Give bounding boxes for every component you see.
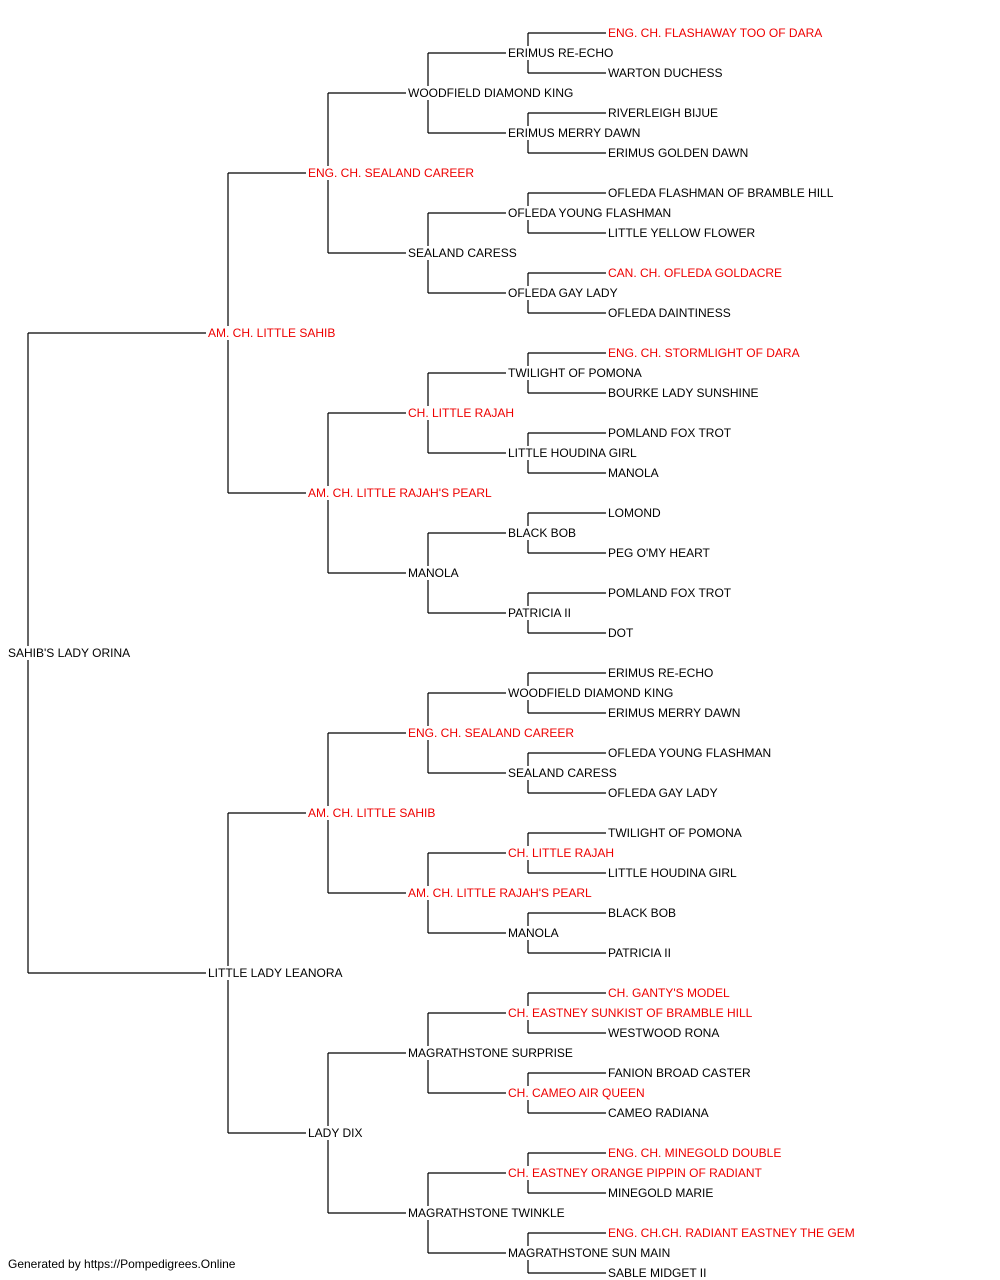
ancestor-name: ERIMUS GOLDEN DAWN bbox=[608, 146, 751, 160]
ancestor-name: MANOLA bbox=[608, 466, 661, 480]
ancestor-name: TWILIGHT OF POMONA bbox=[608, 826, 744, 840]
ancestor-name: MAGRATHSTONE SUN MAIN bbox=[508, 1246, 673, 1260]
ancestor-name: OFLEDA DAINTINESS bbox=[608, 306, 733, 320]
ancestor-name: LADY DIX bbox=[308, 1126, 365, 1140]
ancestor-name: LITTLE LADY LEANORA bbox=[208, 966, 345, 980]
ancestor-name: SEALAND CARESS bbox=[408, 246, 519, 260]
ancestor-name: ENG. CH. MINEGOLD DOUBLE bbox=[608, 1146, 784, 1160]
ancestor-name: CH. EASTNEY ORANGE PIPPIN OF RADIANT bbox=[508, 1166, 764, 1180]
ancestor-name: PATRICIA II bbox=[608, 946, 673, 960]
ancestor-name: DOT bbox=[608, 626, 636, 640]
ancestor-name: ERIMUS MERRY DAWN bbox=[608, 706, 743, 720]
ancestor-name: ENG. CH.CH. RADIANT EASTNEY THE GEM bbox=[608, 1226, 857, 1240]
ancestor-name: CH. LITTLE RAJAH bbox=[508, 846, 617, 860]
ancestor-name: POMLAND FOX TROT bbox=[608, 586, 734, 600]
ancestor-name: AM. CH. LITTLE SAHIB bbox=[208, 326, 338, 340]
ancestor-name: CAMEO RADIANA bbox=[608, 1106, 711, 1120]
ancestor-name: OFLEDA GAY LADY bbox=[608, 786, 720, 800]
ancestor-name: AM. CH. LITTLE RAJAH'S PEARL bbox=[308, 486, 494, 500]
ancestor-name: ERIMUS RE-ECHO bbox=[608, 666, 716, 680]
ancestor-name: OFLEDA YOUNG FLASHMAN bbox=[608, 746, 774, 760]
ancestor-name: WOODFIELD DIAMOND KING bbox=[408, 86, 576, 100]
ancestor-name: OFLEDA GAY LADY bbox=[508, 286, 620, 300]
ancestor-name: SABLE MIDGET II bbox=[608, 1266, 709, 1280]
ancestor-name: SEALAND CARESS bbox=[508, 766, 619, 780]
ancestor-name: OFLEDA YOUNG FLASHMAN bbox=[508, 206, 674, 220]
ancestor-name: ENG. CH. SEALAND CAREER bbox=[408, 726, 577, 740]
ancestor-name: BLACK BOB bbox=[508, 526, 579, 540]
ancestor-name: SAHIB'S LADY ORINA bbox=[8, 646, 133, 660]
ancestor-name: TWILIGHT OF POMONA bbox=[508, 366, 644, 380]
ancestor-name: ENG. CH. STORMLIGHT OF DARA bbox=[608, 346, 802, 360]
ancestor-name: PATRICIA II bbox=[508, 606, 573, 620]
ancestor-name: ENG. CH. SEALAND CAREER bbox=[308, 166, 477, 180]
ancestor-name: ERIMUS MERRY DAWN bbox=[508, 126, 643, 140]
ancestor-name: LITTLE HOUDINA GIRL bbox=[508, 446, 639, 460]
ancestor-name: CAN. CH. OFLEDA GOLDACRE bbox=[608, 266, 785, 280]
footer-credit: Generated by https://Pompedigrees.Online bbox=[8, 1257, 236, 1271]
ancestor-name: WESTWOOD RONA bbox=[608, 1026, 722, 1040]
ancestor-name: CH. GANTY'S MODEL bbox=[608, 986, 732, 1000]
ancestor-name: CH. LITTLE RAJAH bbox=[408, 406, 517, 420]
ancestor-name: AM. CH. LITTLE RAJAH'S PEARL bbox=[408, 886, 594, 900]
ancestor-name: ENG. CH. FLASHAWAY TOO OF DARA bbox=[608, 26, 825, 40]
ancestor-name: MANOLA bbox=[408, 566, 461, 580]
ancestor-name: PEG O'MY HEART bbox=[608, 546, 712, 560]
ancestor-name: MINEGOLD MARIE bbox=[608, 1186, 716, 1200]
ancestor-name: LOMOND bbox=[608, 506, 663, 520]
ancestor-name: ERIMUS RE-ECHO bbox=[508, 46, 616, 60]
ancestor-name: OFLEDA FLASHMAN OF BRAMBLE HILL bbox=[608, 186, 836, 200]
ancestor-name: POMLAND FOX TROT bbox=[608, 426, 734, 440]
ancestor-name: WARTON DUCHESS bbox=[608, 66, 725, 80]
ancestor-name: WOODFIELD DIAMOND KING bbox=[508, 686, 676, 700]
ancestor-name: BOURKE LADY SUNSHINE bbox=[608, 386, 761, 400]
ancestor-name: AM. CH. LITTLE SAHIB bbox=[308, 806, 438, 820]
ancestor-name: LITTLE YELLOW FLOWER bbox=[608, 226, 758, 240]
ancestor-name: RIVERLEIGH BIJUE bbox=[608, 106, 721, 120]
ancestor-name: CH. EASTNEY SUNKIST OF BRAMBLE HILL bbox=[508, 1006, 755, 1020]
ancestor-name: MANOLA bbox=[508, 926, 561, 940]
ancestor-name: LITTLE HOUDINA GIRL bbox=[608, 866, 739, 880]
ancestor-name: CH. CAMEO AIR QUEEN bbox=[508, 1086, 647, 1100]
ancestor-name: FANION BROAD CASTER bbox=[608, 1066, 753, 1080]
ancestor-name: BLACK BOB bbox=[608, 906, 679, 920]
ancestor-name: MAGRATHSTONE SURPRISE bbox=[408, 1046, 575, 1060]
ancestor-name: MAGRATHSTONE TWINKLE bbox=[408, 1206, 567, 1220]
